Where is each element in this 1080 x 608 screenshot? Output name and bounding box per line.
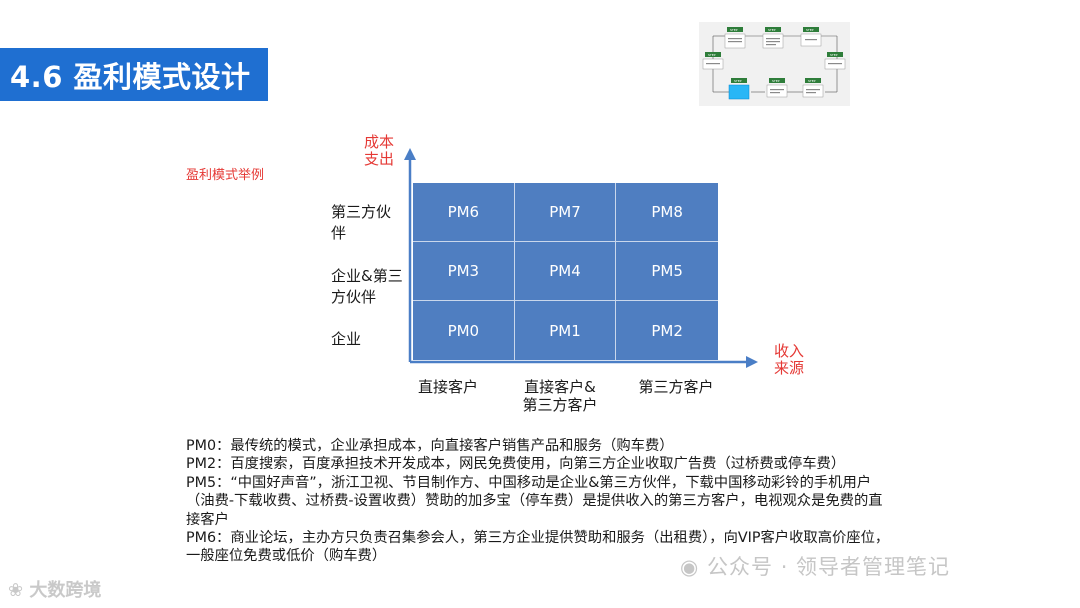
- thumb-step-5: STEP: [830, 53, 838, 57]
- row-label-third-party: 第三方伙 伴: [331, 202, 391, 244]
- x-axis-label: 收入 来源: [774, 343, 804, 377]
- row-label-enterprise-third-party-line-1: 企业&第三: [331, 267, 403, 285]
- watermark-left: ❀ 大数跨境: [8, 576, 101, 602]
- watermark-left-text: 大数跨境: [29, 580, 102, 601]
- x-axis-label-line-2: 来源: [774, 359, 805, 377]
- col-label-direct: 直接客户: [411, 378, 485, 396]
- col-label-direct-third-party-line-1: 直接客户&: [524, 378, 596, 396]
- thumb-step-1: STEP: [730, 28, 738, 32]
- thumb-step-8: STEP: [808, 79, 816, 83]
- matrix-cell: PM7: [514, 183, 617, 242]
- matrix-cell: PM6: [413, 183, 515, 242]
- page-title: 4.6 盈利模式设计: [10, 59, 251, 94]
- y-axis-arrow-icon: [404, 148, 416, 160]
- description-line: PM5：“中国好声音”，浙江卫视、节目制作方、中国移动是企业&第三方伙伴，下载中…: [186, 474, 872, 491]
- title-bar: 4.6 盈利模式设计: [0, 48, 268, 101]
- description-line: （油费-下载收费、过桥费-设置收费）赞助的加多宝（停车费）是提供收入的第三方客户…: [186, 493, 883, 510]
- col-label-direct-third-party: 直接客户& 第三方客户: [512, 378, 608, 414]
- description-line: PM2：百度搜索，百度承担技术开发成本，网民免费使用，向第三方企业收取广告费（过…: [186, 456, 846, 473]
- matrix-cell: PM1: [515, 301, 617, 360]
- col-label-third-party: 第三方客户: [630, 378, 722, 396]
- x-axis-arrow-icon: [746, 356, 758, 368]
- description-line: 接客户: [186, 511, 229, 528]
- thumb-step-2: STEP: [768, 28, 776, 32]
- row-label-enterprise-line-1: 企业: [331, 330, 362, 348]
- matrix-cell: PM2: [651, 321, 683, 340]
- model-descriptions: PM0：最传统的模式，企业承担成本，向直接客户销售产品和服务（购车费） PM2：…: [186, 437, 1036, 566]
- thumb-step-6: STEP: [734, 79, 742, 83]
- description-line: PM6：商业论坛，主办方只负责召集参会人，第三方企业提供赞助和服务（出租费），向…: [186, 530, 890, 547]
- watermark-right: ◉ 公众号 · 领导者管理笔记: [680, 551, 950, 581]
- process-thumbnail-graphic: STEP STEP STEP STEP STEP STEP STEP STEP: [702, 27, 846, 100]
- thumb-step-4: STEP: [708, 53, 716, 57]
- process-thumbnail: STEP STEP STEP STEP STEP STEP STEP STEP: [699, 22, 850, 106]
- row-label-enterprise-third-party: 企业&第三 方伙伴: [331, 266, 403, 308]
- x-axis-label-line-1: 收入: [774, 342, 805, 360]
- y-axis-label-line-2: 支出: [364, 150, 395, 168]
- matrix-cell: PM0: [413, 301, 515, 360]
- profit-model-matrix: PM6 PM7 PM8 PM3 PM4 PM5 PM0 PM1 PM2: [413, 183, 718, 360]
- wechat-icon: ◉: [680, 555, 700, 579]
- thumb-step-3: STEP: [806, 28, 814, 32]
- row-label-enterprise-third-party-line-2: 方伙伴: [331, 288, 377, 306]
- watermark-right-text: 公众号 · 领导者管理笔记: [707, 555, 951, 579]
- y-axis-label-line-1: 成本: [364, 133, 395, 151]
- col-label-third-party-line-1: 第三方客户: [638, 378, 714, 396]
- description-line: 一般座位免费或低价（购车费）: [186, 548, 387, 565]
- matrix-cell: PM5: [616, 242, 718, 301]
- thumb-step-7: STEP: [772, 79, 780, 83]
- y-axis-label: 成本 支出: [364, 134, 394, 168]
- col-label-direct-third-party-line-2: 第三方客户: [522, 396, 598, 414]
- matrix-cell: PM4: [514, 242, 617, 301]
- watermark-logo-icon: ❀: [8, 580, 24, 601]
- section-subtitle: 盈利模式举例: [186, 168, 265, 183]
- row-label-enterprise: 企业: [331, 329, 361, 350]
- description-line: PM0：最传统的模式，企业承担成本，向直接客户销售产品和服务（购车费）: [186, 438, 674, 454]
- matrix-cell: PM8: [616, 183, 718, 242]
- matrix-cell: PM3: [413, 242, 515, 301]
- row-label-third-party-line-2: 伴: [331, 224, 347, 242]
- row-label-third-party-line-1: 第三方伙: [331, 203, 392, 221]
- col-label-direct-line-1: 直接客户: [417, 378, 478, 396]
